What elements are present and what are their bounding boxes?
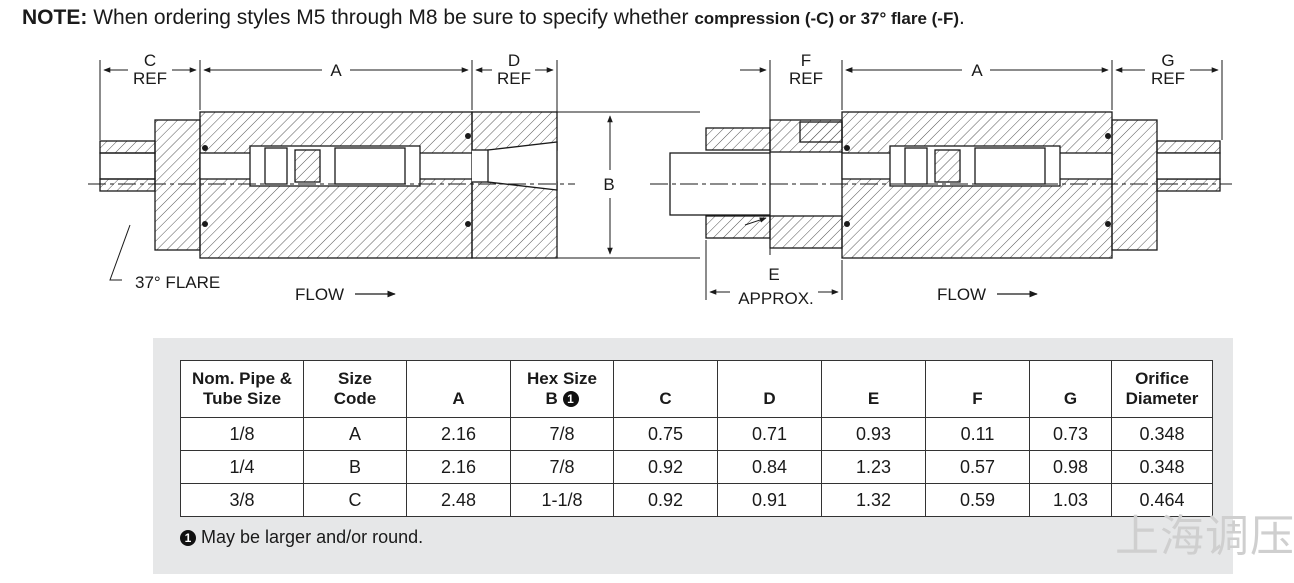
- col-header-d: D: [717, 360, 822, 418]
- table-cell: 1.23: [821, 450, 926, 484]
- col-header-f: F: [925, 360, 1030, 418]
- footnote-text: May be larger and/or round.: [201, 527, 424, 547]
- table-cell: 0.92: [613, 483, 718, 517]
- table-cell: 2.48: [406, 483, 511, 517]
- dim-f-ref: REF: [789, 69, 823, 88]
- flow-left-label: FLOW: [295, 285, 344, 304]
- table-cell: 7/8: [510, 417, 614, 451]
- col-header-a: A: [406, 360, 511, 418]
- table-cell: 0.348: [1111, 417, 1213, 451]
- col-header-e: E: [821, 360, 926, 418]
- table-cell: 0.84: [717, 450, 822, 484]
- dim-a-left-label: A: [330, 61, 342, 80]
- col-header-nom-size: Nom. Pipe &Tube Size: [180, 360, 304, 418]
- table-cell: 0.91: [717, 483, 822, 517]
- col-header-c: C: [613, 360, 718, 418]
- watermark: 上海调压: [1115, 511, 1294, 562]
- table-cell: B: [303, 450, 407, 484]
- table-cell: 0.75: [613, 417, 718, 451]
- note-options: compression (-C) or 37° flare (-F): [694, 9, 959, 28]
- table-cell: 2.16: [406, 450, 511, 484]
- dim-b-label: B: [603, 175, 614, 194]
- table-cell: 0.11: [925, 417, 1030, 451]
- right-valve-body: [669, 111, 1221, 259]
- table-cell: 1/8: [180, 417, 304, 451]
- table-cell: 0.92: [613, 450, 718, 484]
- table-cell: 0.59: [925, 483, 1030, 517]
- col-header-g: G: [1029, 360, 1112, 418]
- table-cell: 3/8: [180, 483, 304, 517]
- dim-c-label: C: [144, 51, 156, 70]
- table-cell: 2.16: [406, 417, 511, 451]
- note-text: When ordering styles M5 through M8 be su…: [93, 6, 689, 29]
- dim-g-label: G: [1161, 51, 1174, 70]
- table-cell: 1.03: [1029, 483, 1112, 517]
- table-cell: 0.73: [1029, 417, 1112, 451]
- valve-cross-section-diagram: C REF A D REF 37° FLARE FLOW B: [88, 51, 1232, 308]
- footnote-marker-icon: 1: [562, 391, 579, 407]
- note-label: NOTE: [22, 6, 81, 29]
- dim-d-ref: REF: [497, 69, 531, 88]
- table-cell: 7/8: [510, 450, 614, 484]
- table-cell: 0.464: [1111, 483, 1213, 517]
- flow-right-label: FLOW: [937, 285, 986, 304]
- ordering-note: NOTE: When ordering styles M5 through M8…: [22, 6, 965, 29]
- table-row: 3/8 C 2.48 1-1/8 0.92 0.91 1.32 0.59 1.0…: [180, 483, 1213, 517]
- table-cell: 0.57: [925, 450, 1030, 484]
- left-valve-body: [99, 111, 558, 259]
- dim-d-label: D: [508, 51, 520, 70]
- flare-label: 37° FLARE: [135, 273, 220, 292]
- table-cell: 0.71: [717, 417, 822, 451]
- dim-g-ref: REF: [1151, 69, 1185, 88]
- dim-e-approx: APPROX.: [738, 289, 814, 308]
- table-cell: 1-1/8: [510, 483, 614, 517]
- table-cell: 0.98: [1029, 450, 1112, 484]
- table-cell: 0.348: [1111, 450, 1213, 484]
- table-cell: 1/4: [180, 450, 304, 484]
- table-cell: 1.32: [821, 483, 926, 517]
- footnote-bullet-icon: 1: [180, 530, 196, 546]
- dim-f-label: F: [801, 51, 811, 70]
- table-cell: C: [303, 483, 407, 517]
- table-cell: A: [303, 417, 407, 451]
- dim-a-right-label: A: [971, 61, 983, 80]
- table-cell: 0.93: [821, 417, 926, 451]
- table-row: 1/8 A 2.16 7/8 0.75 0.71 0.93 0.11 0.73 …: [180, 417, 1213, 451]
- dim-e-label: E: [768, 265, 779, 284]
- table-footnote: 1 May be larger and/or round.: [180, 527, 423, 548]
- table-row: 1/4 B 2.16 7/8 0.92 0.84 1.23 0.57 0.98 …: [180, 450, 1213, 484]
- dim-c-ref: REF: [133, 69, 167, 88]
